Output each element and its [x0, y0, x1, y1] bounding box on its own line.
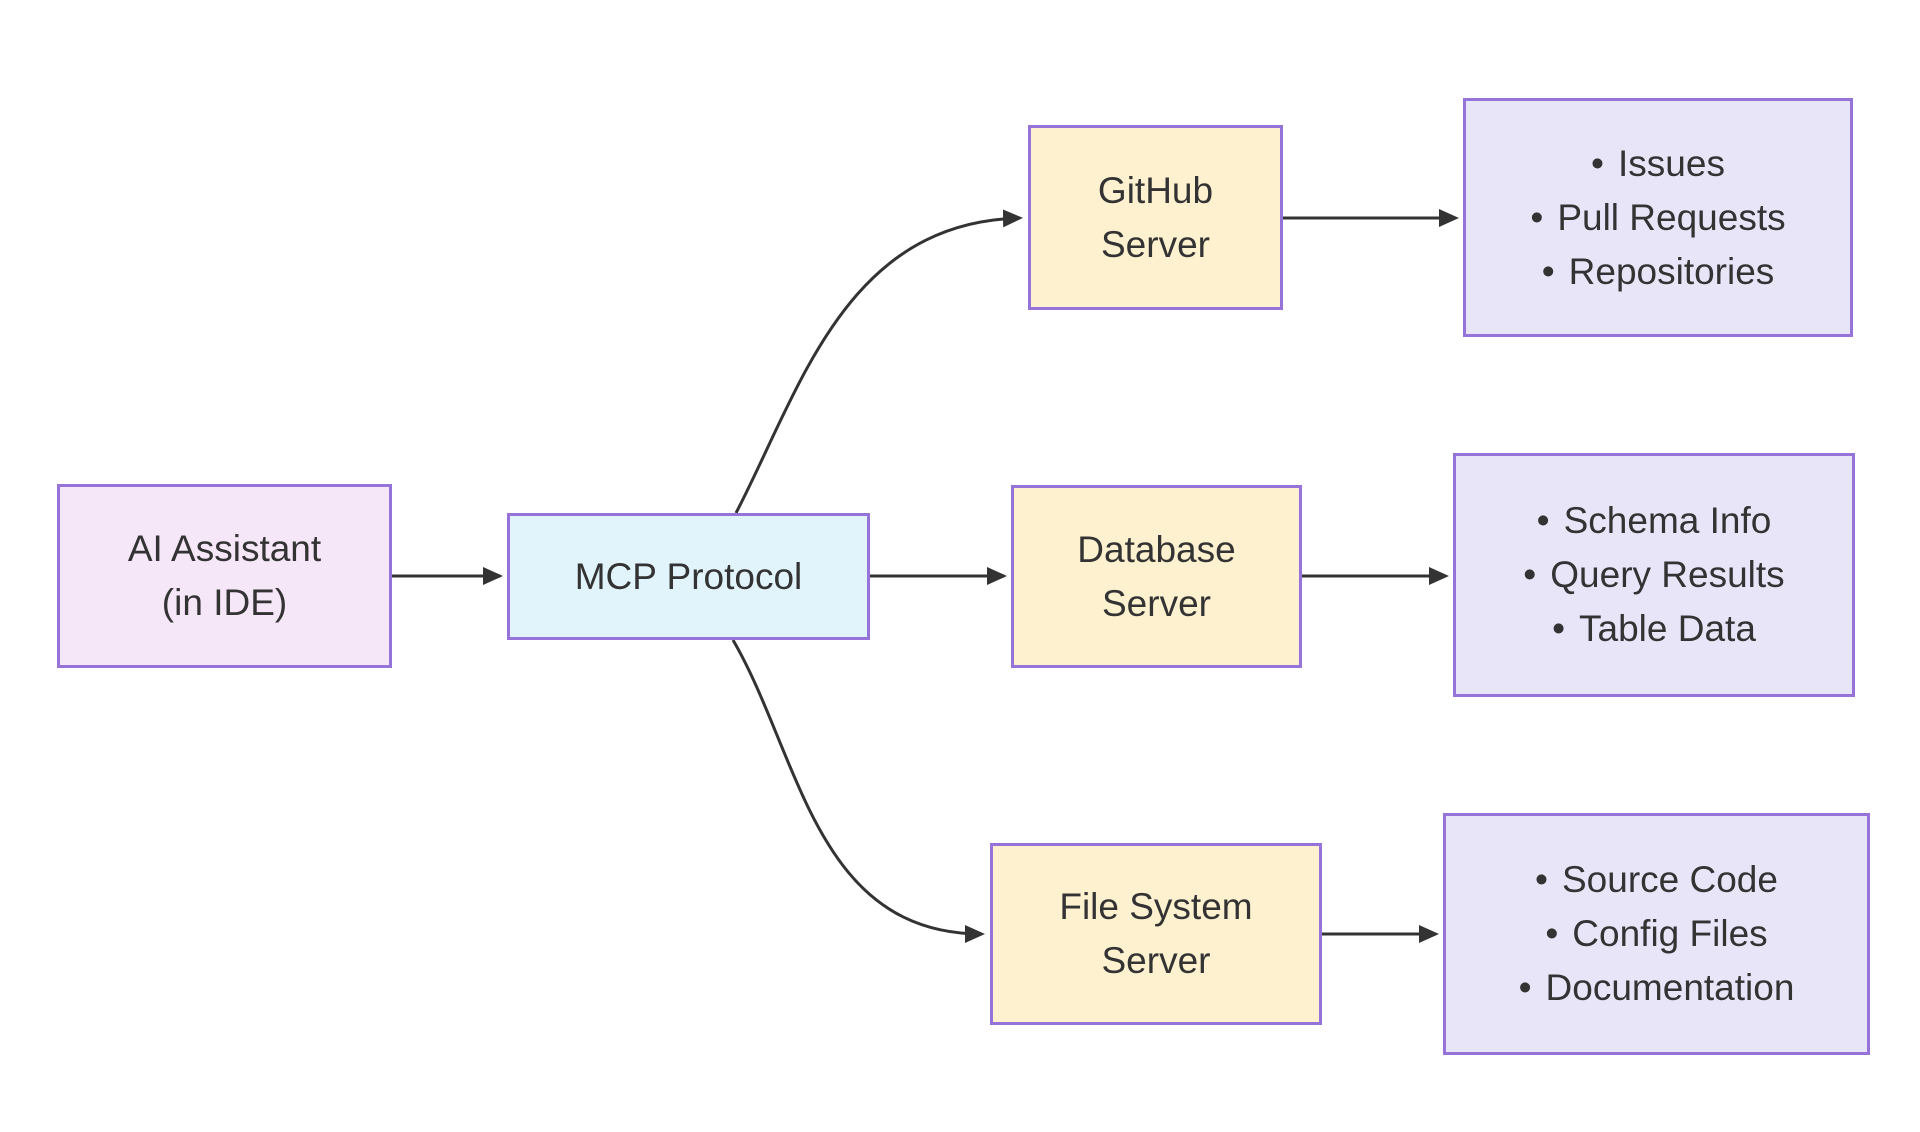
node-label-line: Server: [1101, 223, 1210, 265]
bullet-icon: •: [1591, 142, 1605, 184]
list-item-label: Pull Requests: [1557, 196, 1786, 238]
list-item: • Issues: [1591, 137, 1725, 191]
edge-mcp-to-filesystem: [731, 639, 985, 943]
edge-mcp-to-github: [734, 209, 1023, 514]
node-github-server: GitHub Server: [1028, 125, 1283, 310]
node-database-server: Database Server: [1011, 485, 1302, 668]
list-item-label: Config Files: [1572, 913, 1768, 954]
list-item: • Query Results: [1523, 548, 1784, 602]
node-file-system-resources: •Source Code •Config Files •Documentatio…: [1443, 813, 1870, 1055]
node-label-line: File System: [1059, 886, 1253, 927]
node-label-line: Server: [1102, 582, 1211, 624]
list-item-label: Schema Info: [1563, 500, 1772, 541]
node-label-line: Server: [1101, 940, 1211, 981]
bullet-icon: •: [1541, 250, 1555, 292]
bullet-icon: •: [1518, 967, 1532, 1008]
node-ai-assistant: AI Assistant (in IDE): [57, 484, 392, 668]
list-item-label: Issues: [1618, 142, 1725, 184]
node-mcp-protocol: MCP Protocol: [507, 513, 870, 640]
list-item-label: Documentation: [1545, 967, 1795, 1008]
bullet-icon: •: [1536, 500, 1550, 541]
list-item: • Table Data: [1552, 602, 1756, 656]
node-label-line: MCP Protocol: [574, 555, 803, 597]
list-item: • Config Files: [1545, 907, 1767, 961]
list-item: • Source Code: [1535, 853, 1778, 907]
list-item: • Pull Requests: [1530, 191, 1785, 245]
node-database-resources: •Schema Info •Query Results •Table Data: [1453, 453, 1855, 697]
bullet-icon: •: [1545, 913, 1559, 954]
list-item-label: Query Results: [1550, 554, 1785, 595]
list-item-label: Table Data: [1579, 608, 1756, 649]
node-label-line: AI Assistant: [127, 528, 322, 569]
bullet-icon: •: [1523, 554, 1537, 595]
list-item-label: Source Code: [1562, 859, 1778, 900]
node-label-line: GitHub: [1097, 169, 1214, 211]
node-label-line: (in IDE): [161, 582, 288, 623]
bullet-icon: •: [1535, 859, 1548, 900]
list-item: • Repositories: [1542, 245, 1775, 299]
bullet-icon: •: [1552, 608, 1566, 649]
bullet-icon: •: [1530, 196, 1544, 238]
list-item-label: Repositories: [1568, 250, 1775, 292]
node-file-system-server: File System Server: [990, 843, 1322, 1025]
list-item: • Schema Info: [1537, 494, 1772, 548]
node-github-resources: •Issues •Pull Requests •Repositories: [1463, 98, 1853, 337]
list-item: • Documentation: [1519, 961, 1795, 1015]
node-label-line: Database: [1077, 528, 1236, 570]
